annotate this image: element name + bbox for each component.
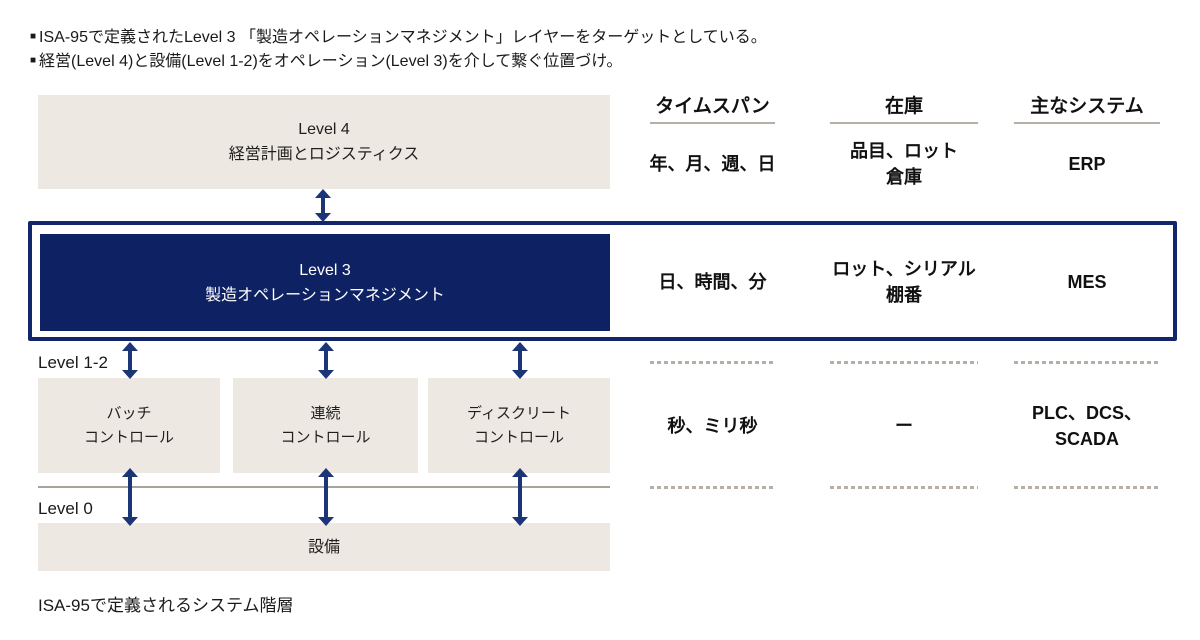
level3-highlight-frame xyxy=(28,221,1177,341)
updown-arrow-icon xyxy=(512,468,528,526)
cell-inventory-level12: ー xyxy=(817,393,991,459)
cell-timespan-level4: 年、月、週、日 xyxy=(625,131,800,197)
updown-arrow-icon xyxy=(512,342,528,379)
bullet-text-1: ISA-95で定義されたLevel 3 「製造オペレーションマネジメント」レイヤ… xyxy=(39,29,767,46)
column-header-timespan: タイムスパン xyxy=(650,95,775,124)
continuous-control-box: 連続 コントロール xyxy=(233,378,418,473)
cell-line: SCADA xyxy=(1054,429,1119,449)
bullet-text-2: 経営(Level 4)と設備(Level 1-2)をオペレーション(Level … xyxy=(39,53,623,70)
updown-arrow-icon xyxy=(122,468,138,526)
level3-box: Level 3 製造オペレーションマネジメント xyxy=(40,234,610,331)
level3-subtitle: 製造オペレーションマネジメント xyxy=(205,286,445,304)
batch-control-box: バッチ コントロール xyxy=(38,378,220,473)
dotted-divider xyxy=(650,361,775,364)
cell-line: 年、月、週、日 xyxy=(649,154,776,174)
level4-title: Level 4 xyxy=(298,121,350,138)
level12-label: Level 1-2 xyxy=(38,353,108,372)
cell-line: 秒、ミリ秒 xyxy=(667,416,758,436)
cell-systems-level12: PLC、DCS、 SCADA xyxy=(1000,393,1174,459)
control-line2: コントロール xyxy=(83,428,174,446)
dotted-divider xyxy=(830,361,978,364)
column-header-systems: 主なシステム xyxy=(1014,95,1160,124)
bullet-square-icon: ■ xyxy=(30,31,37,42)
cell-timespan-level12: 秒、ミリ秒 xyxy=(625,393,800,459)
cell-inventory-level3: ロット、シリアル 棚番 xyxy=(817,249,991,315)
cell-line: MES xyxy=(1067,272,1107,292)
cell-line: PLC、DCS、 xyxy=(1031,403,1142,423)
updown-arrow-icon xyxy=(318,468,334,526)
equipment-box: 設備 xyxy=(38,523,610,571)
dotted-divider xyxy=(1014,361,1160,364)
control-line2: コントロール xyxy=(473,428,564,446)
cell-line: 日、時間、分 xyxy=(658,272,767,292)
dotted-divider xyxy=(830,486,978,489)
cell-systems-level3: MES xyxy=(1000,249,1174,315)
cell-line: 倉庫 xyxy=(886,167,922,187)
control-line1: 連続 xyxy=(310,404,341,422)
dotted-divider xyxy=(1014,486,1160,489)
level0-label: Level 0 xyxy=(38,499,93,518)
column-header-inventory: 在庫 xyxy=(830,95,978,124)
cell-line: 棚番 xyxy=(886,285,922,305)
control-line2: コントロール xyxy=(280,428,371,446)
level4-subtitle: 経営計画とロジスティクス xyxy=(228,146,420,163)
bullet-square-icon: ■ xyxy=(30,55,37,66)
updown-arrow-icon xyxy=(122,342,138,379)
dotted-divider xyxy=(650,486,775,489)
bullet-line-1: ■ISA-95で定義されたLevel 3 「製造オペレーションマネジメント」レイ… xyxy=(30,26,767,49)
updown-arrow-icon xyxy=(318,342,334,379)
cell-inventory-level4: 品目、ロット 倉庫 xyxy=(817,131,991,197)
control-line1: バッチ xyxy=(106,404,152,422)
bullet-line-2: ■経営(Level 4)と設備(Level 1-2)をオペレーション(Level… xyxy=(30,50,622,73)
cell-timespan-level3: 日、時間、分 xyxy=(625,249,800,315)
diagram-caption: ISA-95で定義されるシステム階層 xyxy=(38,596,294,615)
cell-line: ロット、シリアル xyxy=(832,259,976,279)
cell-line: ー xyxy=(895,416,913,436)
control-line1: ディスクリート xyxy=(467,404,571,422)
discrete-control-box: ディスクリート コントロール xyxy=(428,378,610,473)
cell-line: ERP xyxy=(1068,154,1106,174)
cell-systems-level4: ERP xyxy=(1000,131,1174,197)
level3-title: Level 3 xyxy=(299,261,351,279)
updown-arrow-icon xyxy=(315,189,331,222)
equipment-label: 設備 xyxy=(307,538,340,556)
cell-line: 品目、ロット xyxy=(850,141,958,161)
level4-box: Level 4 経営計画とロジスティクス xyxy=(38,95,610,189)
